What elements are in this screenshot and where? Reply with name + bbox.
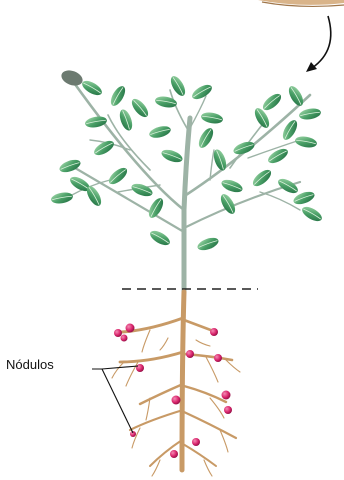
nodules-label: Nódulos (6, 357, 54, 372)
curved-arrow (306, 16, 331, 72)
nodule (222, 391, 231, 400)
nodule (136, 364, 144, 372)
stem-and-branches (70, 80, 310, 292)
nodule (114, 329, 122, 337)
nodule (224, 406, 232, 414)
nodule (172, 396, 181, 405)
nodule (126, 324, 135, 333)
nodule (210, 328, 218, 336)
nodule (121, 335, 128, 342)
nodule (192, 438, 200, 446)
nodule (214, 354, 222, 362)
callout-lines (92, 366, 138, 433)
inset-fragment (258, 0, 344, 6)
nodule (186, 350, 194, 358)
bud (59, 68, 84, 89)
nodules (114, 324, 232, 459)
roots (112, 292, 240, 476)
nodule (170, 450, 178, 458)
